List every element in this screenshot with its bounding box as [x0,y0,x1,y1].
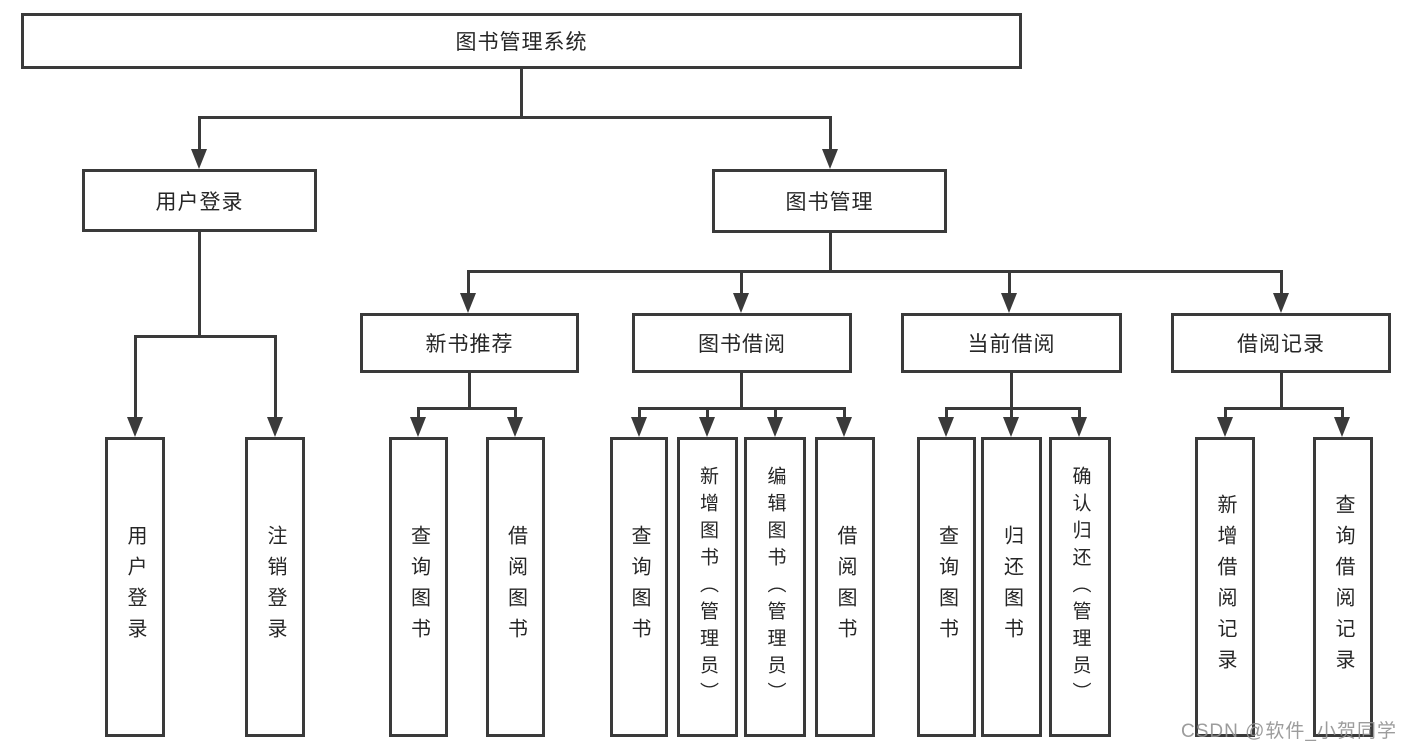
connector-arrowhead [822,149,838,169]
leaf-label: 查询图书 [407,525,430,649]
node-library-management-system: 图书管理系统 [21,13,1022,69]
node-leaf-add-borrow-record: 新增借阅记录 [1195,437,1255,737]
connector-arrowhead [938,417,954,437]
connector-line [706,407,709,421]
leaf-label: 编辑图书（管理员） [764,465,786,709]
leaf-label: 查询借阅记录 [1332,494,1354,680]
connector-arrowhead [410,417,426,437]
node-leaf-logout: 注销登录 [245,437,305,737]
connector-line [1224,407,1344,410]
connector-line [417,407,420,421]
connector-line [520,68,523,119]
node-leaf-query-books-recommend: 查询图书 [389,437,448,737]
node-leaf-borrow-books-borrowing: 借阅图书 [815,437,875,737]
connector-line [829,116,832,152]
connector-line [1224,407,1227,421]
connector-line [198,116,201,152]
connector-arrowhead [836,417,852,437]
connector-arrowhead [767,417,783,437]
connector-line [1008,270,1011,296]
connector-arrowhead [631,417,647,437]
csdn-watermark: CSDN @软件_小贺同学 [1181,721,1397,742]
connector-arrowhead [1273,293,1289,313]
connector-arrowhead [507,417,523,437]
leaf-label: 借阅图书 [834,525,856,649]
connector-line [829,233,832,273]
leaf-label: 归还图书 [1000,525,1023,649]
connector-line [740,373,743,410]
connector-line [1280,373,1283,410]
node-book-management: 图书管理 [712,169,947,233]
leaf-label: 查询图书 [628,525,650,649]
connector-arrowhead [127,417,143,437]
connector-line [638,407,846,410]
connector-arrowhead [267,417,283,437]
connector-arrowhead [733,293,749,313]
connector-arrowhead [1217,417,1233,437]
connector-line [1280,270,1283,296]
connector-arrowhead [1001,293,1017,313]
leaf-label: 注销登录 [264,525,286,649]
connector-line [134,335,137,419]
node-leaf-query-books-current: 查询图书 [917,437,976,737]
leaf-label: 查询图书 [935,525,958,649]
connector-line [274,335,277,419]
connector-arrowhead [191,149,207,169]
node-leaf-query-borrow-record: 查询借阅记录 [1313,437,1373,737]
leaf-label: 用户登录 [124,525,146,649]
node-leaf-confirm-return-admin: 确认归还（管理员） [1049,437,1111,737]
node-leaf-add-books-admin: 新增图书（管理员） [677,437,738,737]
connector-line [945,407,948,421]
leaf-label: 新增图书（管理员） [697,465,718,709]
connector-line [638,407,641,421]
connector-line [468,373,471,410]
connector-arrowhead [1334,417,1350,437]
leaf-label: 借阅图书 [504,525,527,649]
node-borrowing-records: 借阅记录 [1171,313,1391,373]
connector-line [774,407,777,421]
connector-line [1010,373,1013,410]
connector-arrowhead [460,293,476,313]
node-current-borrowing: 当前借阅 [901,313,1122,373]
connector-line [514,407,517,421]
connector-line [198,232,201,338]
node-leaf-borrow-books-recommend: 借阅图书 [486,437,545,737]
connector-line [843,407,846,421]
connector-line [945,407,1081,410]
node-leaf-user-login: 用户登录 [105,437,165,737]
connector-line [417,407,517,410]
node-leaf-query-books-borrowing: 查询图书 [610,437,668,737]
node-user-login-group: 用户登录 [82,169,317,232]
connector-line [1078,407,1081,421]
node-leaf-return-books: 归还图书 [981,437,1042,737]
node-book-borrowing: 图书借阅 [632,313,852,373]
connector-arrowhead [699,417,715,437]
connector-line [467,270,1283,273]
connector-line [467,270,470,296]
leaf-label: 新增借阅记录 [1214,494,1236,680]
connector-line [134,335,277,338]
node-leaf-edit-books-admin: 编辑图书（管理员） [744,437,806,737]
leaf-label: 确认归还（管理员） [1069,465,1091,709]
node-new-book-recommend: 新书推荐 [360,313,579,373]
connector-arrowhead [1003,417,1019,437]
connector-arrowhead [1071,417,1087,437]
connector-line [740,270,743,296]
connector-line [1010,407,1013,421]
connector-line [198,116,832,119]
connector-line [1341,407,1344,421]
